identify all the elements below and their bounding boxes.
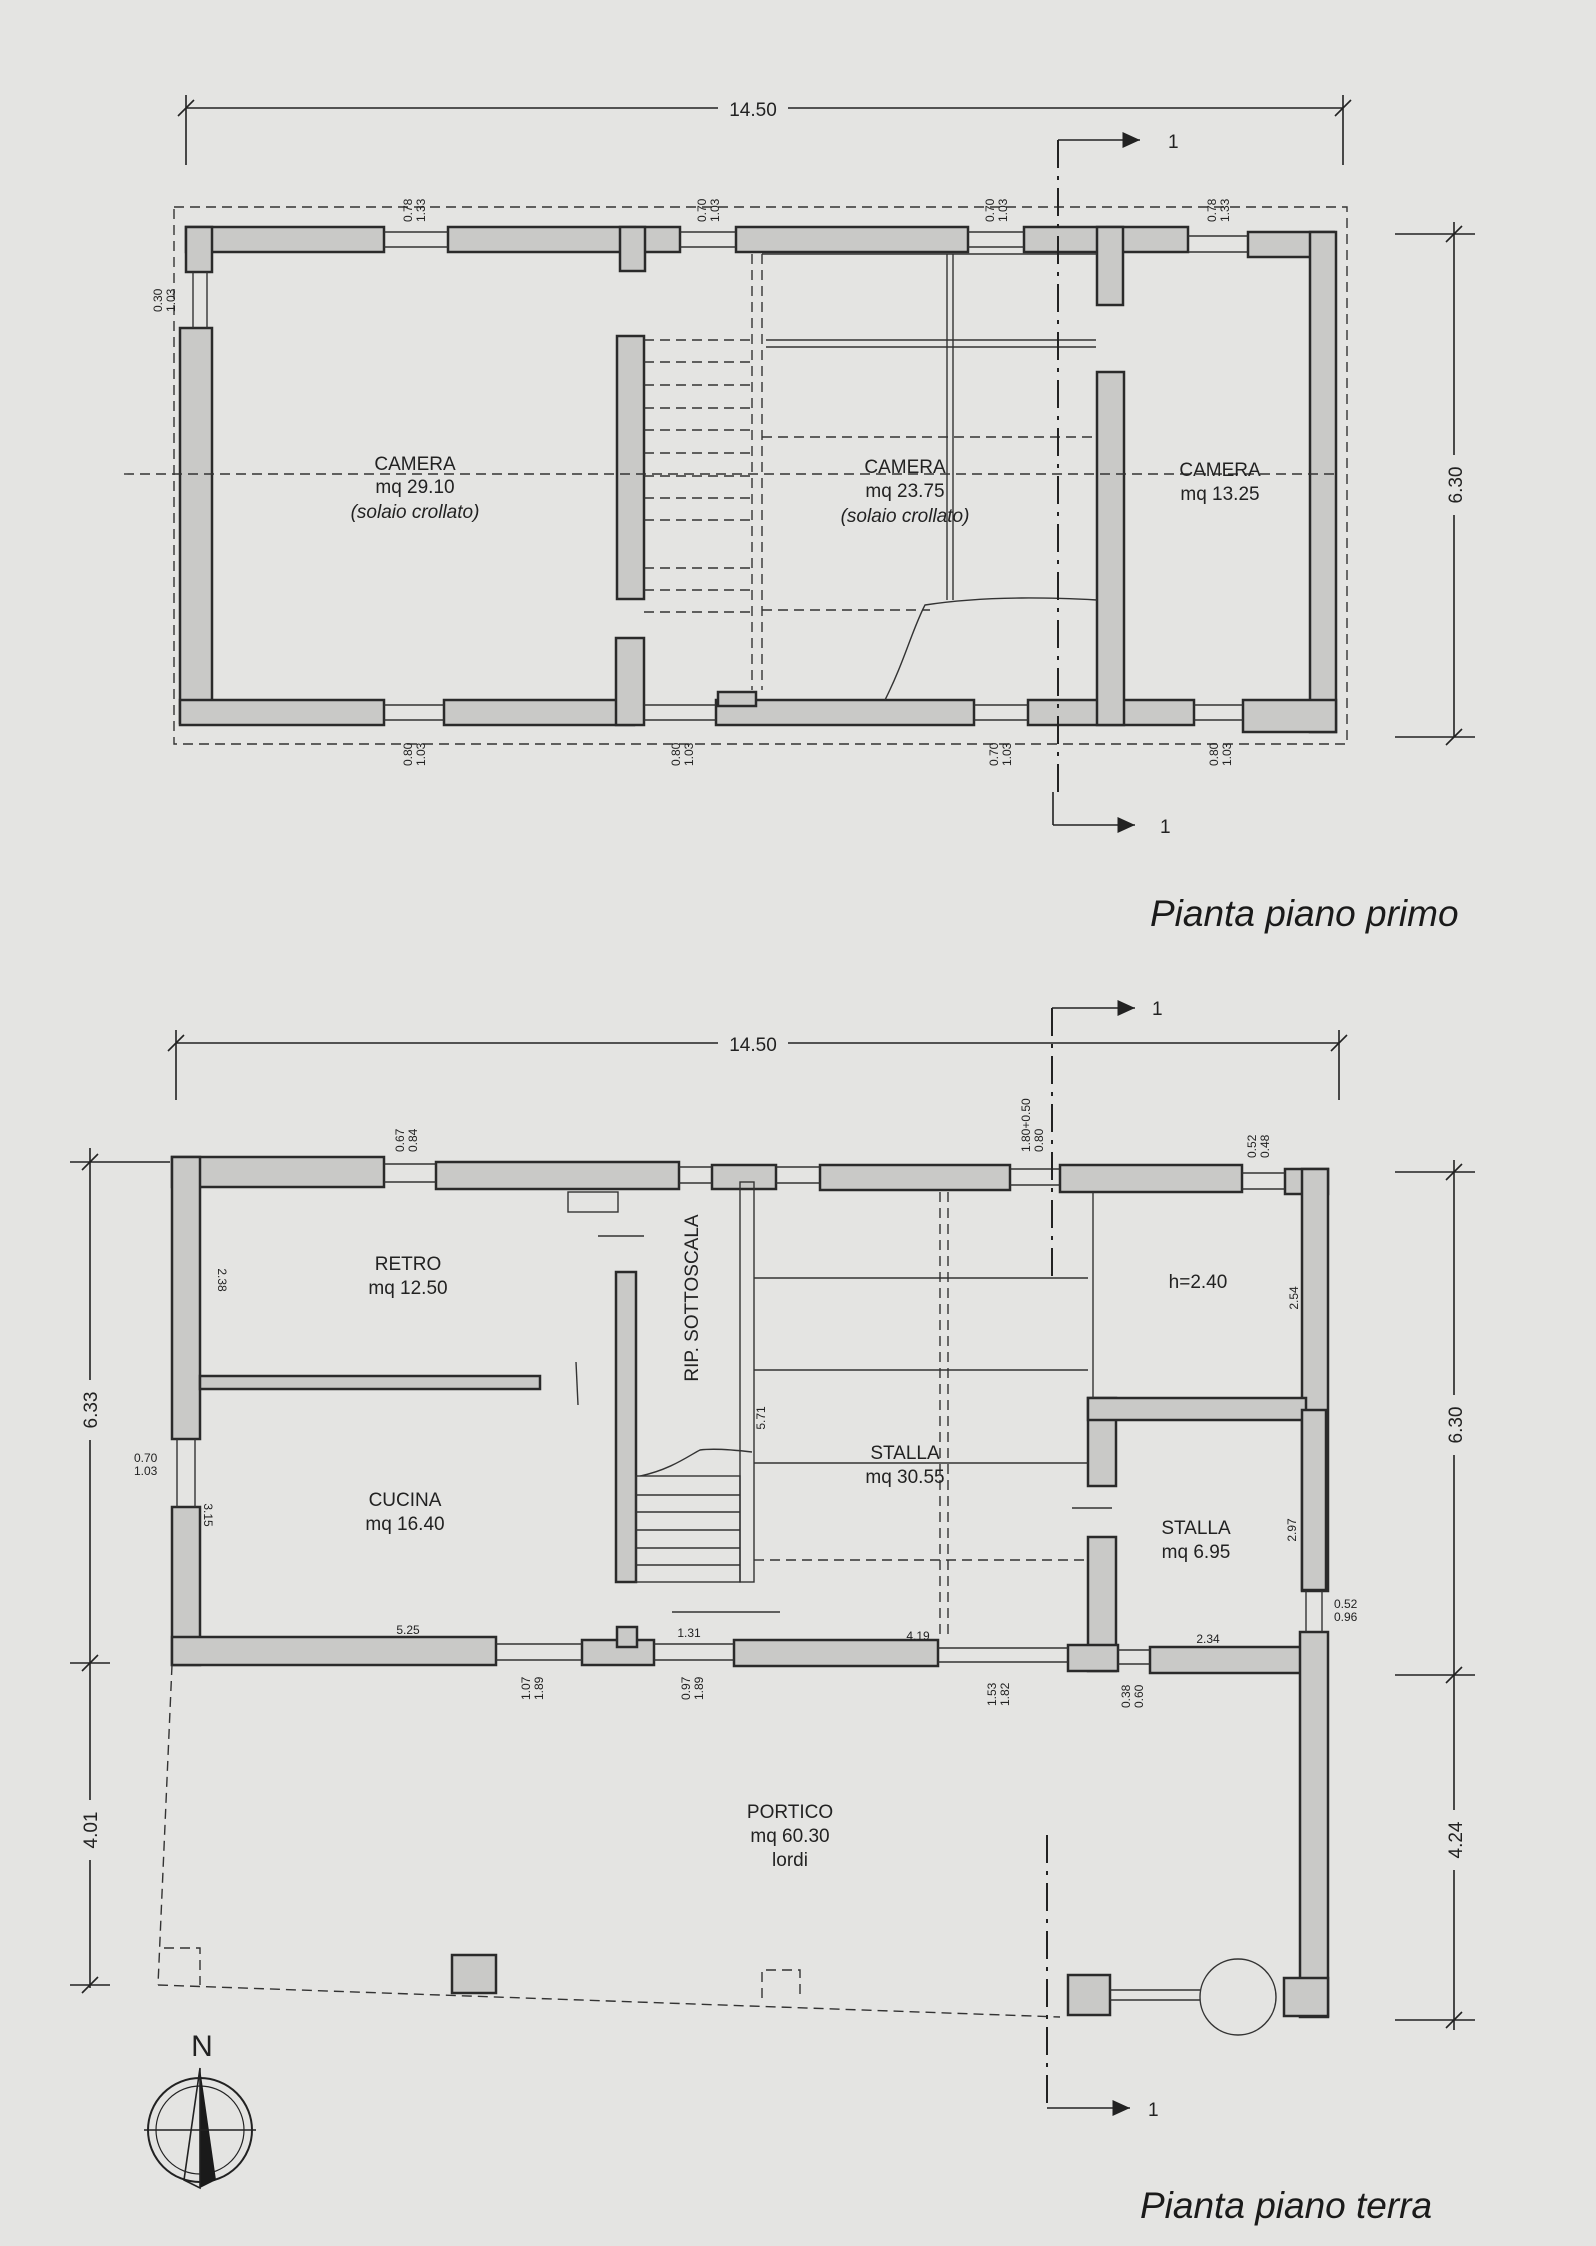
first-floor-depth-label: 6.30 (1446, 467, 1467, 504)
svg-text:0.781.33: 0.781.33 (1205, 198, 1232, 222)
svg-text:4.19: 4.19 (906, 1629, 930, 1643)
ground-right-total-label: 6.30 (1446, 1407, 1467, 1444)
svg-text:0.801.03: 0.801.03 (669, 742, 696, 766)
first-floor-windows (192, 231, 1248, 721)
room-camera-1: CAMERA mq 29.10 (solaio crollato) (351, 454, 480, 523)
svg-text:1.80+0.500.80: 1.80+0.500.80 (1019, 1098, 1046, 1152)
svg-text:PORTICO: PORTICO (747, 1802, 833, 1823)
first-floor-depth-dimension: 6.30 (1395, 222, 1475, 746)
ground-floor-walls (170, 1155, 1330, 2019)
north-label: N (191, 2030, 213, 2063)
svg-text:2.97: 2.97 (1285, 1518, 1299, 1542)
svg-text:2.54: 2.54 (1287, 1286, 1301, 1310)
room-stalla-main: STALLA mq 30.55 (865, 1443, 944, 1488)
svg-text:lordi: lordi (772, 1850, 808, 1871)
svg-text:5.25: 5.25 (396, 1623, 420, 1637)
sink-fixture (567, 1191, 619, 1213)
svg-text:0.520.48: 0.520.48 (1245, 1134, 1272, 1158)
svg-text:CUCINA: CUCINA (369, 1490, 442, 1511)
svg-text:mq 29.10: mq 29.10 (375, 477, 454, 498)
pillar-2 (1066, 1973, 1112, 2017)
ground-inner-dims: 2.38 3.15 5.25 1.31 5.71 4.19 2.54 2.97 … (201, 1268, 1301, 1646)
first-floor-title: Pianta piano primo (1150, 893, 1459, 934)
room-portico: PORTICO mq 60.30 lordi (747, 1802, 833, 1871)
pillar-1 (450, 1953, 498, 1995)
svg-text:0.701.03: 0.701.03 (695, 198, 722, 222)
first-floor-width-label: 14.50 (729, 100, 777, 121)
svg-text:mq 16.40: mq 16.40 (365, 1514, 444, 1535)
first-floor-section-line: 1 1 (1052, 132, 1179, 838)
stalla-dashed (939, 1192, 949, 1640)
svg-text:STALLA: STALLA (870, 1443, 940, 1464)
svg-text:0.801.03: 0.801.03 (401, 742, 428, 766)
svg-text:3.15: 3.15 (201, 1503, 215, 1527)
svg-text:(solaio crollato): (solaio crollato) (841, 506, 970, 527)
svg-text:0.781.33: 0.781.33 (401, 198, 428, 222)
stalla-beams (754, 1192, 1094, 1561)
first-floor-beams (762, 253, 1098, 701)
svg-text:CAMERA: CAMERA (374, 454, 456, 475)
svg-text:0.701.03: 0.701.03 (987, 742, 1014, 766)
first-floor-walls (178, 225, 1338, 734)
room-h240: h=2.40 (1169, 1272, 1228, 1293)
ground-floor-width-label: 14.50 (729, 1035, 777, 1056)
ground-left-portico-label: 4.01 (81, 1812, 102, 1849)
svg-text:5.71: 5.71 (754, 1406, 768, 1430)
svg-text:mq 6.95: mq 6.95 (1162, 1542, 1231, 1563)
ground-floor-plan: 14.50 6.33 4.01 6.30 (70, 999, 1475, 2226)
ground-floor-stair (635, 1448, 753, 1583)
room-camera-2: CAMERA mq 23.75 (solaio crollato) (841, 457, 970, 527)
svg-text:mq 13.25: mq 13.25 (1180, 484, 1259, 505)
svg-text:RETRO: RETRO (375, 1254, 442, 1275)
section-mark-bottom: 1 (1160, 817, 1171, 838)
room-cucina: CUCINA mq 16.40 (365, 1490, 444, 1535)
ground-floor-width-dimension: 14.50 (167, 1030, 1348, 1100)
ground-section-mark-top: 1 (1152, 999, 1163, 1020)
ground-floor-left-dimension: 6.33 4.01 (70, 1148, 170, 1994)
first-floor-width-dimension: 14.50 (177, 95, 1352, 165)
section-mark-top: 1 (1168, 132, 1179, 153)
ground-left-total-label: 6.33 (81, 1392, 102, 1429)
room-stalla-small: STALLA mq 6.95 (1161, 1518, 1231, 1563)
svg-text:2.34: 2.34 (1196, 1632, 1220, 1646)
ground-floor-section-line: 1 1 (1046, 999, 1163, 2121)
round-cistern (1199, 1958, 1277, 2036)
first-floor-stair-outline (124, 254, 1340, 690)
svg-text:0.801.03: 0.801.03 (1207, 742, 1234, 766)
room-retro: RETRO mq 12.50 (368, 1254, 447, 1299)
first-floor-plan: 14.50 6.30 (124, 95, 1475, 934)
svg-text:0.520.96: 0.520.96 (1334, 1597, 1358, 1624)
svg-text:mq 60.30: mq 60.30 (750, 1826, 829, 1847)
svg-text:1.071.89: 1.071.89 (519, 1676, 546, 1700)
svg-text:0.380.60: 0.380.60 (1119, 1684, 1146, 1708)
ground-floor-openings (176, 1163, 1323, 1665)
room-camera-3: CAMERA mq 13.25 (1179, 460, 1261, 505)
ground-floor-title: Pianta piano terra (1140, 2185, 1432, 2226)
svg-text:CAMERA: CAMERA (1179, 460, 1261, 481)
svg-text:1.531.82: 1.531.82 (985, 1682, 1012, 1706)
svg-text:mq 30.55: mq 30.55 (865, 1467, 944, 1488)
svg-text:mq 23.75: mq 23.75 (865, 481, 944, 502)
svg-text:0.301.03: 0.301.03 (151, 288, 178, 312)
north-arrow-icon: N (144, 2030, 256, 2190)
first-floor-window-dims: 0.781.33 0.701.03 0.701.03 0.781.33 0.30… (151, 198, 1234, 766)
svg-text:0.701.03: 0.701.03 (983, 198, 1010, 222)
first-floor-outline (173, 206, 1348, 745)
portico-outline (157, 1664, 1061, 2018)
svg-text:(solaio crollato): (solaio crollato) (351, 502, 480, 523)
ground-floor-right-dimension: 6.30 4.24 (1395, 1160, 1475, 2030)
svg-text:STALLA: STALLA (1161, 1518, 1231, 1539)
svg-text:0.670.84: 0.670.84 (393, 1128, 420, 1152)
svg-text:mq 12.50: mq 12.50 (368, 1278, 447, 1299)
ground-section-mark-bottom: 1 (1148, 2100, 1159, 2121)
room-rip-sottoscala: RIP. SOTTOSCALA (682, 1214, 703, 1382)
ground-right-portico-label: 4.24 (1446, 1821, 1467, 1858)
svg-text:1.31: 1.31 (677, 1626, 701, 1640)
svg-text:2.38: 2.38 (215, 1268, 229, 1292)
svg-text:CAMERA: CAMERA (864, 457, 946, 478)
svg-text:0.971.89: 0.971.89 (679, 1676, 706, 1700)
svg-text:0.701.03: 0.701.03 (134, 1451, 158, 1478)
